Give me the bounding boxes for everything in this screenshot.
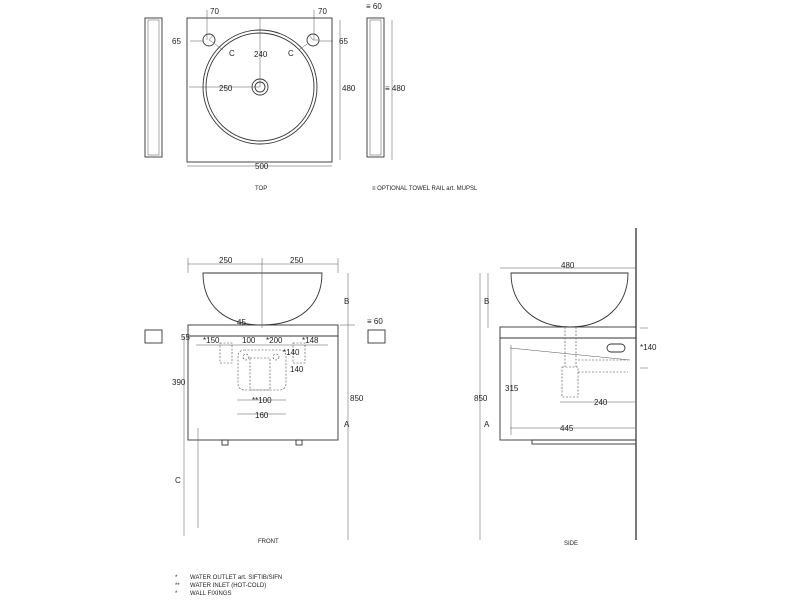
dim-rail-480: ≡ 480 (385, 84, 406, 93)
wall-fixing-left (144, 329, 163, 344)
side-dim-480: 480 (561, 261, 575, 270)
dim-70-right: 70 (318, 7, 327, 16)
dim-c: C (175, 476, 181, 485)
dim-140-outlet: *140 (283, 348, 300, 357)
front-cabinet (187, 335, 339, 441)
side-view: 480 B 850 A 315 240 445 *140 SIDE (474, 228, 657, 547)
legend-mark: * (175, 591, 178, 597)
dim-b: B (344, 297, 349, 306)
top-view: 70 70 65 65 C C 240 250 480 ≡ 480 500 ≡ … (144, 2, 478, 192)
water-inlet-box (237, 349, 287, 391)
dim-480: 480 (342, 84, 356, 93)
dim-45: 45 (237, 318, 246, 327)
view-title-top: TOP (255, 186, 267, 192)
side-bowl (510, 272, 629, 328)
dim-240: 240 (254, 50, 268, 59)
dim-140: 140 (290, 365, 304, 374)
side-dim-850: 850 (474, 394, 488, 403)
legend-mark: * (175, 575, 178, 581)
towel-rail-note: ≡ OPTIONAL TOWEL RAIL art. MUPSL (372, 186, 478, 192)
front-bowl (202, 272, 323, 326)
dim-65-left: 65 (172, 37, 181, 46)
dim-55: 55 (181, 333, 190, 342)
side-dim-445: 445 (560, 424, 574, 433)
dim-c-right: C (288, 49, 294, 58)
side-dim-b: B (484, 297, 489, 306)
dim-850: 850 (350, 394, 364, 403)
basin-top-outline (186, 17, 333, 163)
dim-c-left: C (229, 49, 235, 58)
side-countertop (499, 326, 637, 339)
dim-390: 390 (172, 378, 186, 387)
towel-rail-right (366, 17, 385, 158)
dim-500: 500 (255, 162, 269, 171)
dim-250-left: 250 (219, 256, 233, 265)
dim-100: 100 (242, 336, 256, 345)
legend-water-outlet: WATER OUTLET art. SIFTIB/SIFN (190, 575, 282, 581)
view-title-front: FRONT (258, 539, 279, 545)
dim-rail-60: ≡ 60 (366, 2, 382, 11)
dim-250: 250 (219, 84, 233, 93)
dim-a: A (344, 420, 350, 429)
side-dim-140: *140 (640, 343, 657, 352)
dim-250-right: 250 (290, 256, 304, 265)
dim-inlet-100: **100 (252, 396, 272, 405)
side-dim-a: A (484, 420, 490, 429)
side-dim-315: 315 (505, 384, 519, 393)
dim-150: *150 (203, 336, 220, 345)
dim-rail-60-front: ≡ 60 (367, 317, 383, 326)
legend-mark: ** (175, 583, 180, 589)
view-title-side: SIDE (564, 541, 578, 547)
front-countertop (187, 324, 339, 337)
side-dim-240: 240 (594, 398, 608, 407)
legend-water-inlet: WATER INLET (HOT-COLD) (190, 583, 266, 589)
dim-200: *200 (266, 336, 283, 345)
legend: * WATER OUTLET art. SIFTIB/SIFN ** WATER… (175, 575, 282, 597)
tap-hole-right (306, 33, 320, 47)
front-view: 250 250 B A C 850 45 55 *150 100 *200 *1… (144, 256, 386, 545)
legend-wall-fixings: WALL FIXINGS (190, 591, 232, 597)
wall-fixing-right (367, 329, 386, 344)
dim-148: *148 (302, 336, 319, 345)
dim-70-left: 70 (210, 7, 219, 16)
tap-hole-left (202, 33, 216, 47)
dim-160: 160 (255, 411, 269, 420)
dim-65-right: 65 (339, 37, 348, 46)
towel-rail-left (144, 17, 163, 158)
